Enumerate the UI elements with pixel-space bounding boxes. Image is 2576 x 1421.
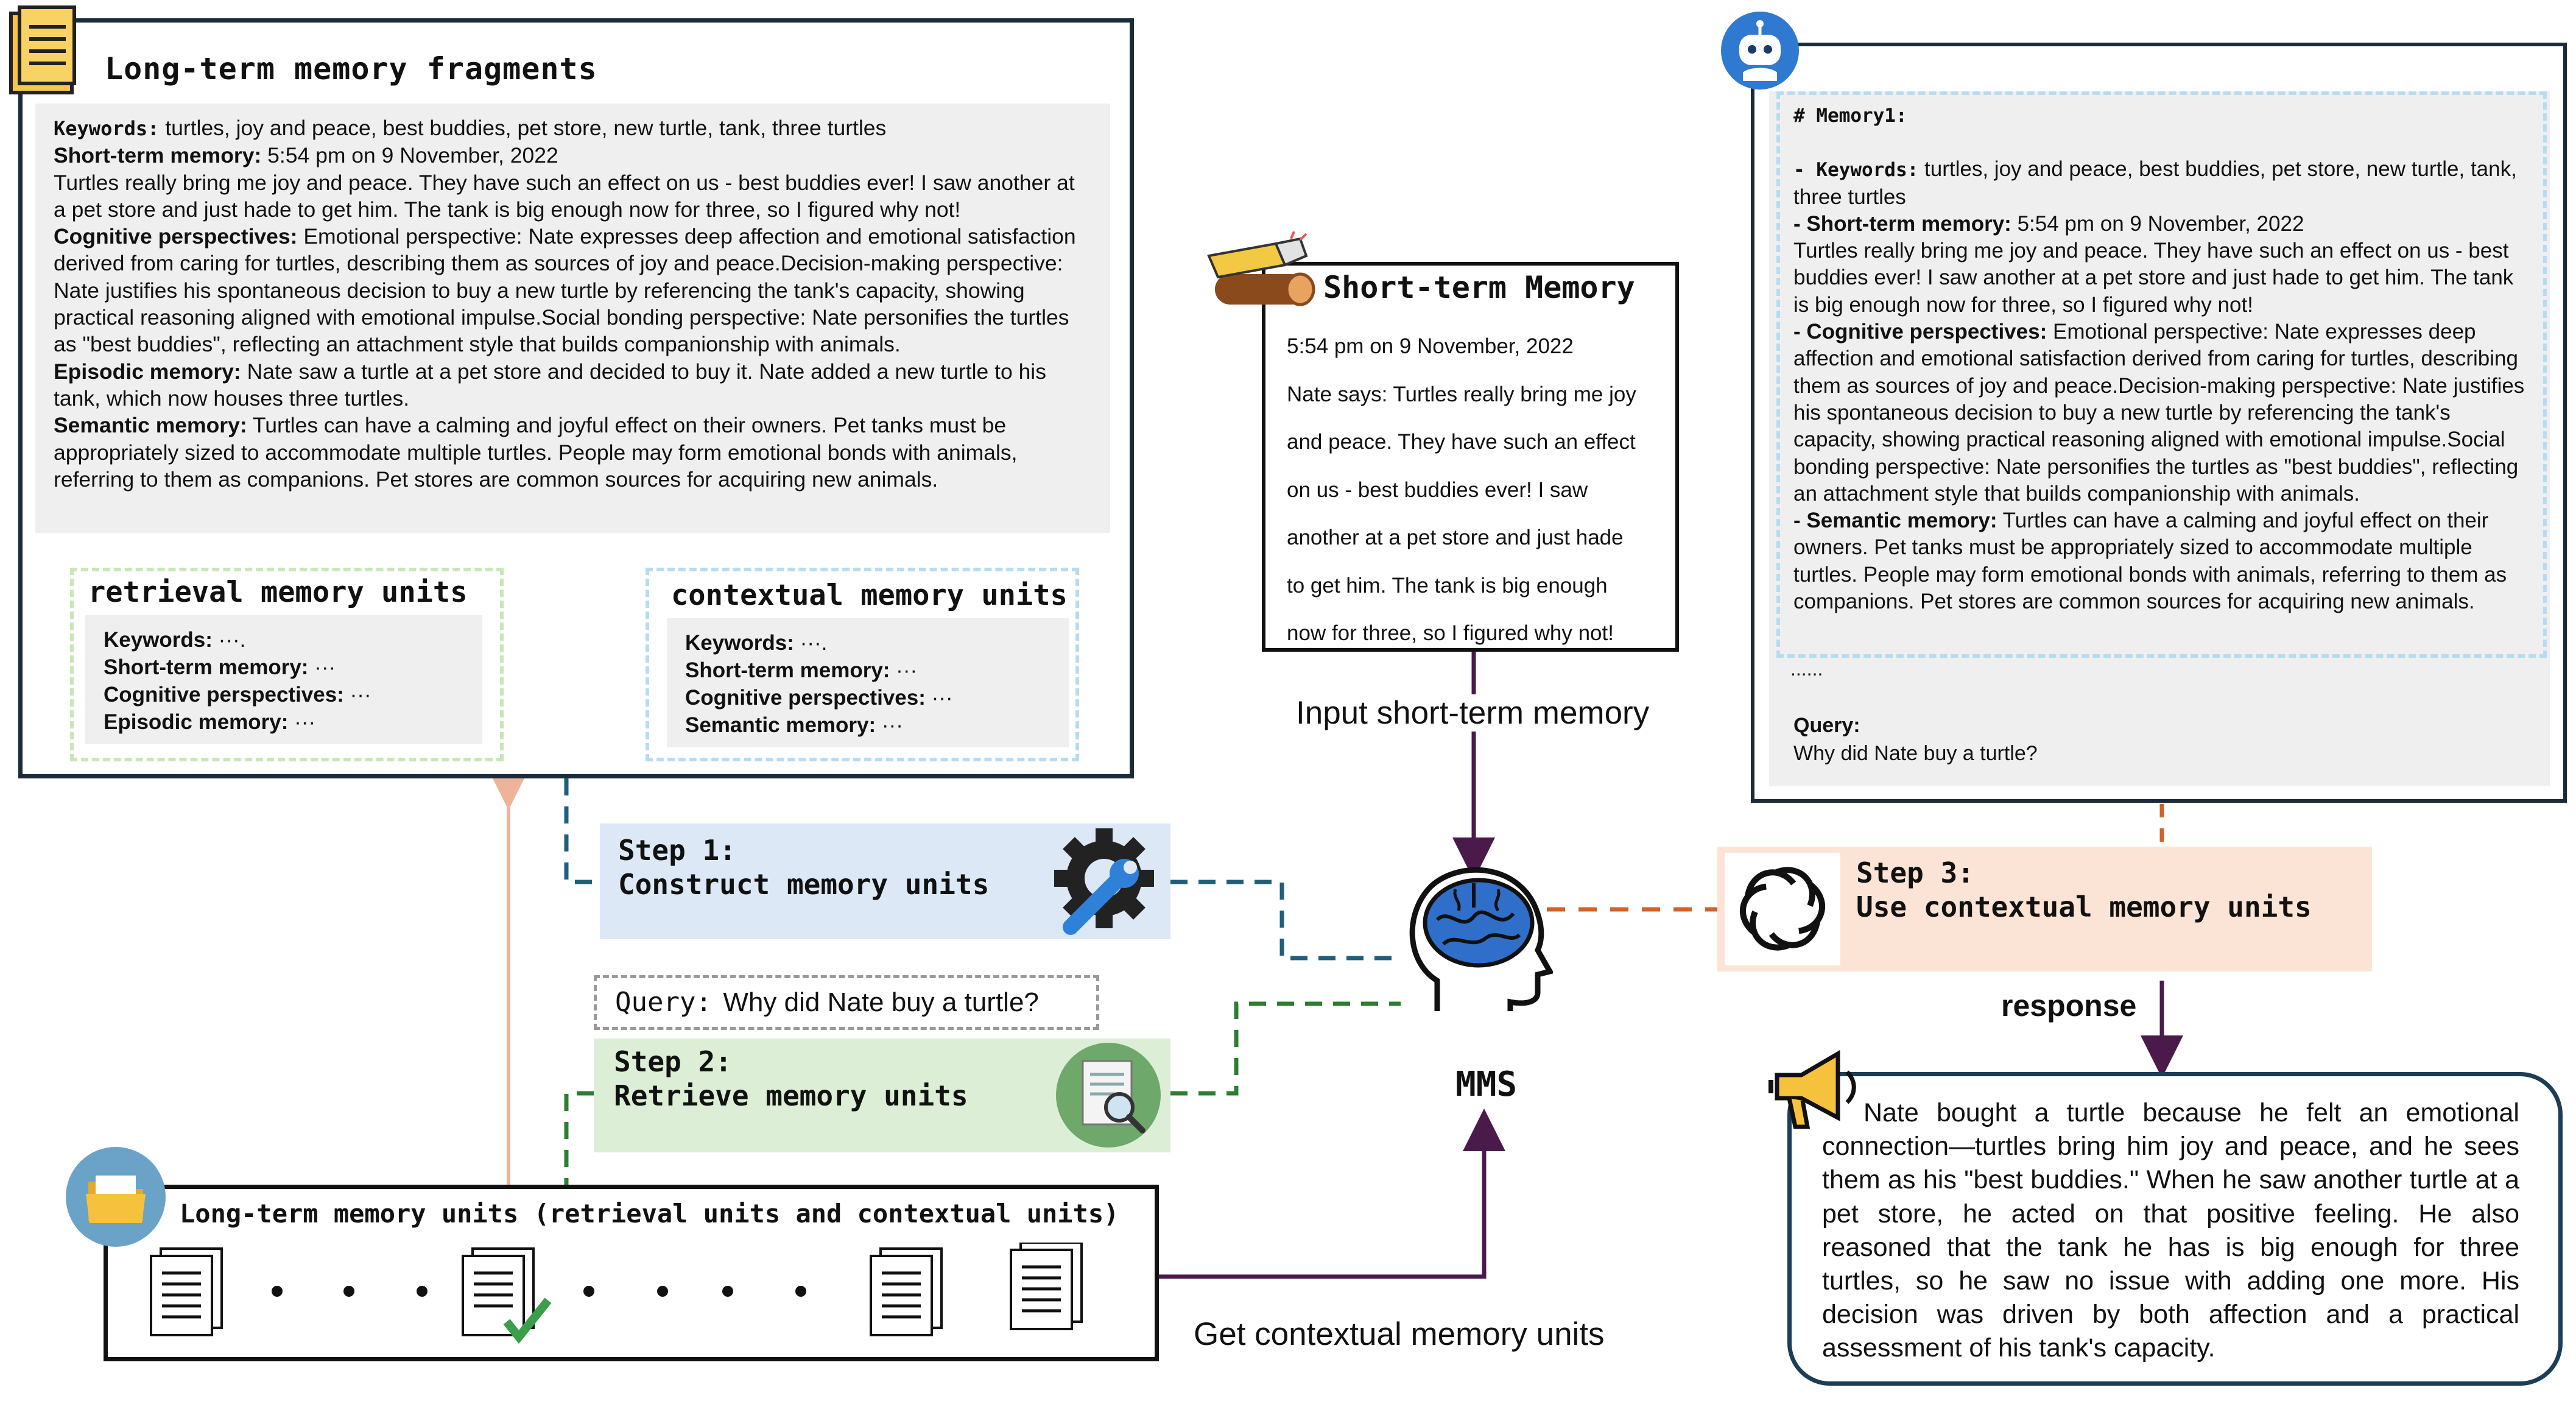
wire-ltm-step1: [564, 778, 600, 884]
contextual-unit-row: Cognitive perspectives: ···: [685, 686, 953, 710]
prompt-keywords: - Keywords: turtles, joy and peace, best…: [1793, 157, 2517, 209]
lt-units-panel: [104, 1185, 1159, 1361]
prompt-content: [1769, 91, 2550, 786]
prompt-stm: - Short-term memory: 5:54 pm on 9 Novemb…: [1793, 211, 2304, 236]
memory-doc-icon: [150, 1247, 223, 1336]
memory-block: # Memory1: - Keywords: turtles, joy and …: [1776, 91, 2547, 658]
ltm-episodic: Episodic memory: Nate saw a turtle at a …: [54, 359, 1046, 411]
document-icon: [7, 5, 80, 96]
prompt-cognitive: - Cognitive perspectives: Emotional pers…: [1793, 320, 2525, 506]
query-box: Query: Why did Nate buy a turtle?: [594, 975, 1099, 1030]
query-text: Why did Nate buy a turtle?: [723, 987, 1039, 1017]
contextual-unit-row: Semantic memory: ···: [685, 713, 903, 737]
ltm-fragments-content: Keywords: turtles, joy and peace, best b…: [35, 104, 1110, 533]
stm-text: 5:54 pm on 9 November, 2022 Nate says: T…: [1287, 323, 1677, 658]
stm-line: and peace. They have such an effect: [1287, 430, 1636, 454]
query-label: Query:: [615, 987, 712, 1018]
ltm-stm: Short-term memory: 5:54 pm on 9 November…: [54, 143, 558, 168]
retrieval-units-box: [70, 568, 504, 761]
step2-title: Step 2: Retrieve memory units: [614, 1045, 968, 1112]
retrieval-unit-row: Short-term memory: ···: [104, 655, 336, 679]
stm-panel: [1262, 262, 1679, 652]
document-search-icon: [1054, 1040, 1163, 1150]
wire-step2-mms: [1170, 1001, 1401, 1096]
brain-head-icon: [1395, 859, 1554, 1023]
memory-header: # Memory1:: [1793, 105, 1907, 127]
mms-label: MMS: [1455, 1065, 1518, 1104]
step3-title: Step 3: Use contextual memory units: [1856, 856, 2312, 923]
contextual-unit-row: Short-term memory: ···: [685, 658, 918, 682]
ltm-fragments-title: Long-term memory fragments: [105, 51, 597, 86]
robot-avatar-icon: [1719, 9, 1801, 92]
prompt-query: Query: Why did Nate buy a turtle?: [1793, 714, 2038, 765]
saw-log-icon: [1203, 231, 1318, 317]
answer-text: Nate bought a turtle because he felt an …: [1822, 1098, 2519, 1363]
get-contextual-label: Get contextual memory units: [1194, 1316, 1605, 1352]
stm-line: 5:54 pm on 9 November, 2022: [1287, 334, 1574, 358]
contextual-units-list: Keywords: ···. Short-term memory: ··· Co…: [667, 618, 1069, 747]
retrieval-unit-row: Cognitive perspectives: ···: [104, 683, 371, 707]
prompt-semantic: - Semantic memory: Turtles can have a ca…: [1793, 509, 2507, 614]
answer-bubble: [1787, 1072, 2563, 1386]
stm-line: Nate says: Turtles really bring me joy: [1287, 382, 1636, 406]
contextual-units-title: contextual memory units: [671, 579, 1068, 612]
retrieval-units-title: retrieval memory units: [88, 576, 468, 609]
folder-icon: [64, 1145, 167, 1249]
prompt-stm-text: Turtles really bring me joy and peace. T…: [1793, 239, 2514, 317]
openai-icon: [1725, 853, 1840, 965]
arrow-units-mms: [1159, 1109, 1505, 1279]
stm-line: on us - best buddies ever! I saw: [1287, 478, 1588, 502]
retrieval-units-list: Keywords: ···. Short-term memory: ··· Co…: [85, 615, 482, 744]
prompt-ellipsis: ......: [1790, 658, 1823, 680]
ltm-stm-text: Turtles really bring me joy and peace. T…: [54, 170, 1075, 222]
step1-title: Step 1: Construct memory units: [618, 834, 990, 901]
input-stm-label: Input short-term memory: [1293, 694, 1652, 732]
ltm-semantic: Semantic memory: Turtles can have a calm…: [54, 413, 1018, 492]
response-label: response: [2001, 989, 2137, 1023]
ltm-keywords: Keywords: turtles, joy and peace, best b…: [54, 116, 887, 140]
megaphone-icon: [1765, 1045, 1862, 1136]
gear-wrench-icon: [1046, 823, 1162, 939]
lt-units-title: Long-term memory units (retrieval units …: [180, 1199, 1119, 1229]
wire-step1-mms: [1170, 880, 1401, 961]
contextual-units-box: [646, 568, 1079, 761]
memory-unit-docs: [146, 1241, 1121, 1358]
stm-line: to get him. The tank is big enough: [1287, 573, 1608, 598]
retrieval-unit-row: Keywords: ···.: [104, 628, 246, 652]
stm-title: Short-term Memory: [1323, 270, 1635, 305]
wire-step2-units: [564, 1091, 594, 1185]
stm-line: another at a pet store and just hade: [1287, 526, 1624, 549]
ltm-cognitive: Cognitive perspectives: Emotional perspe…: [54, 224, 1076, 357]
stm-line: now for three, so I figured why not!: [1287, 621, 1614, 645]
retrieval-unit-row: Episodic memory: ···: [104, 710, 316, 734]
contextual-unit-row: Keywords: ···.: [685, 631, 828, 655]
